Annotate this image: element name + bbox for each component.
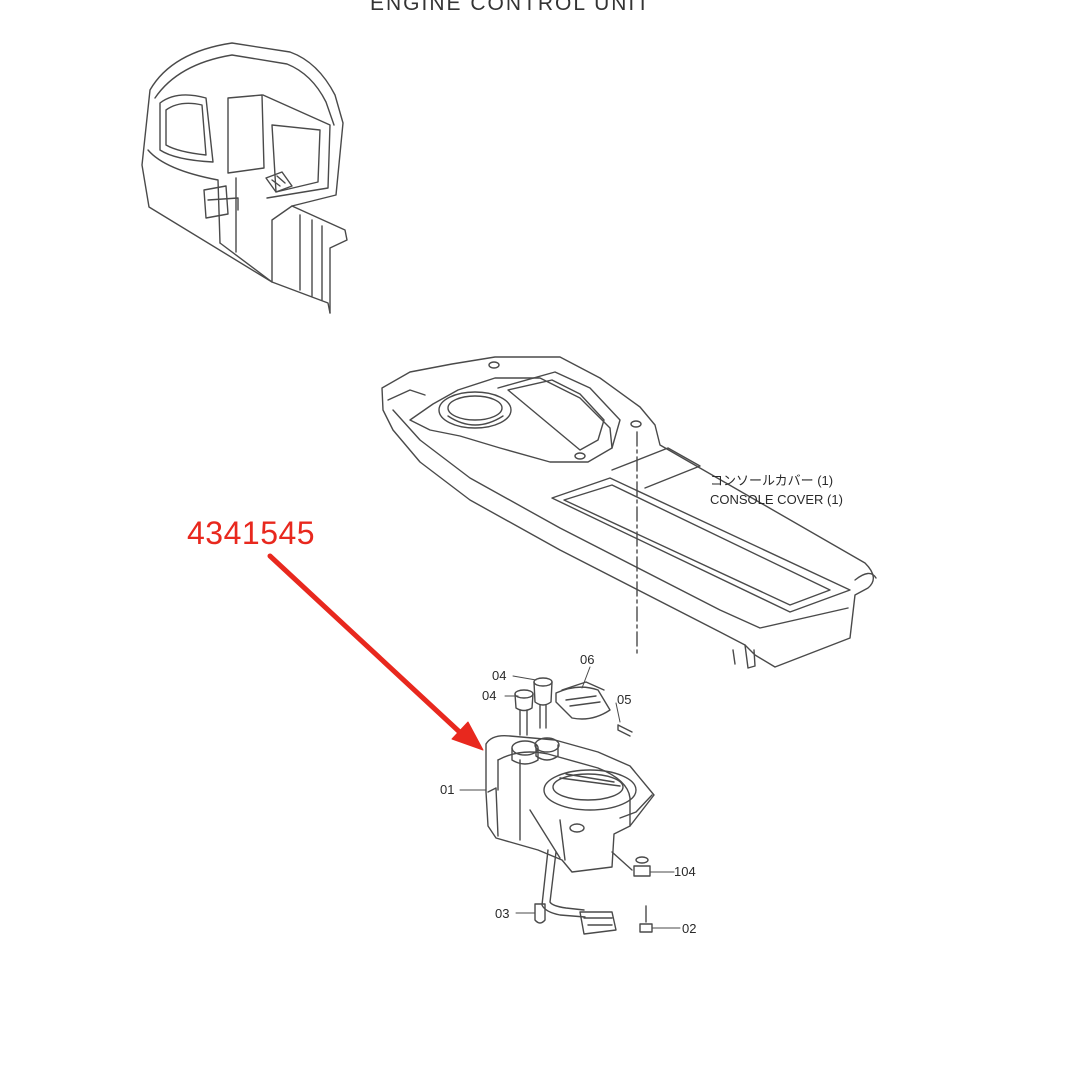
console-cover-label-jp: コンソールカバー (1) — [710, 473, 834, 488]
diagram-title: ENGINE CONTROL UNIT — [370, 0, 652, 15]
callout-05: 05 — [617, 692, 632, 707]
part-number-arrow — [267, 553, 484, 751]
callout-104: 104 — [674, 864, 696, 879]
screw-104 — [633, 856, 651, 877]
pin-05 — [617, 724, 633, 737]
engine-control-unit-illustration — [485, 734, 655, 935]
callout-01: 01 — [440, 782, 455, 797]
callout-04-lower: 04 — [482, 688, 497, 703]
callout-03: 03 — [495, 906, 510, 921]
bolt-04-lower — [514, 689, 534, 736]
console-cover-illustration — [381, 356, 877, 669]
callout-04-upper: 04 — [492, 668, 507, 683]
bolt-04-upper — [533, 677, 553, 729]
excavator-cab-illustration — [141, 42, 348, 314]
callout-06: 06 — [580, 652, 595, 667]
knob-06 — [555, 681, 611, 720]
screw-02 — [639, 905, 653, 933]
part-number-label: 4341545 — [187, 515, 316, 551]
callout-02: 02 — [682, 921, 697, 936]
bulb-03 — [534, 903, 546, 924]
leader-lines — [459, 666, 681, 929]
console-cover-label-en: CONSOLE COVER (1) — [710, 492, 843, 507]
